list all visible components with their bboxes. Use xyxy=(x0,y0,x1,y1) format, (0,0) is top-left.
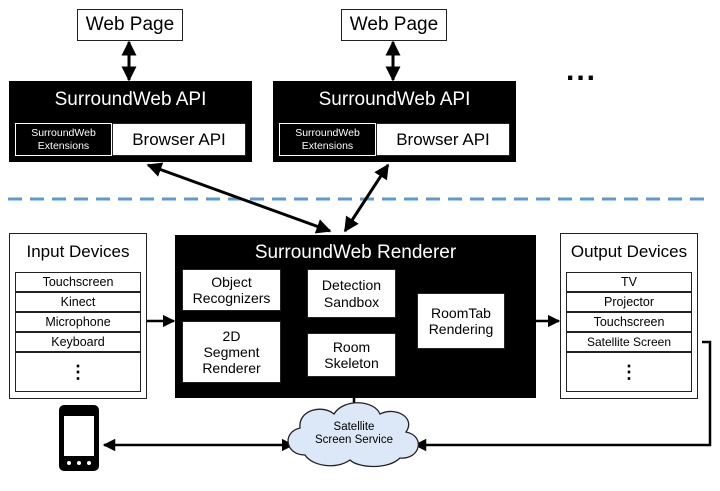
surroundweb-renderer-block: SurroundWeb Renderer Object Recognizers … xyxy=(175,235,536,398)
input-devices-title: Input Devices xyxy=(26,242,130,261)
left-api-renderer-arrow xyxy=(146,162,332,234)
cloud-shape xyxy=(287,402,419,468)
output-device-item: TV xyxy=(566,272,692,292)
output-device-item: Projector xyxy=(566,292,692,312)
output-device-item: ⋮ xyxy=(566,352,692,392)
renderer-title: SurroundWeb Renderer xyxy=(254,242,457,263)
more-web-pages-ellipsis: ... xyxy=(566,54,598,87)
input-device-item: Kinect xyxy=(15,292,141,312)
segment-renderer-box: 2D Segment Renderer xyxy=(182,321,281,383)
right-web-page-label: Web Page xyxy=(349,14,439,35)
output-devices-title: Output Devices xyxy=(570,242,688,261)
room-skeleton-box: Room Skeleton xyxy=(307,333,396,377)
left-surroundweb-api-block: SurroundWeb API SurroundWeb Extensions B… xyxy=(9,81,252,162)
right-api-renderer-arrow xyxy=(343,163,390,233)
input-device-item: ⋮ xyxy=(15,352,141,392)
output-device-item: Satellite Screen xyxy=(566,332,692,352)
mobile-phone-icon xyxy=(59,405,99,471)
left-web-page-label: Web Page xyxy=(85,14,175,35)
left-browser-api: Browser API xyxy=(112,123,246,156)
input-device-item: Touchscreen xyxy=(15,272,141,292)
detection-sandbox-box: Detection Sandbox xyxy=(307,269,396,318)
left-api-title: SurroundWeb API xyxy=(54,89,207,110)
object-recognizers-box: Object Recognizers xyxy=(182,269,281,311)
right-surroundweb-api-block: SurroundWeb API SurroundWeb Extensions B… xyxy=(273,81,516,162)
roomtab-rendering-box: RoomTab Rendering xyxy=(417,293,505,349)
right-api-title: SurroundWeb API xyxy=(318,89,471,110)
right-surroundweb-extensions: SurroundWeb Extensions xyxy=(279,123,376,156)
output-device-item: Touchscreen xyxy=(566,312,692,332)
left-surroundweb-extensions: SurroundWeb Extensions xyxy=(15,123,112,156)
left-web-page: Web Page xyxy=(77,9,183,41)
satellite-screen-service-label: Satellite Screen Service xyxy=(315,421,393,447)
right-web-page: Web Page xyxy=(341,9,447,41)
satellite-screen-service-arrow xyxy=(413,340,712,452)
input-device-item: Microphone xyxy=(15,312,141,332)
right-browser-api: Browser API xyxy=(376,123,510,156)
input-device-item: Keyboard xyxy=(15,332,141,352)
output-devices-panel: Output Devices TV Projector Touchscreen … xyxy=(560,233,698,399)
input-devices-panel: Input Devices Touchscreen Kinect Microph… xyxy=(9,233,147,399)
